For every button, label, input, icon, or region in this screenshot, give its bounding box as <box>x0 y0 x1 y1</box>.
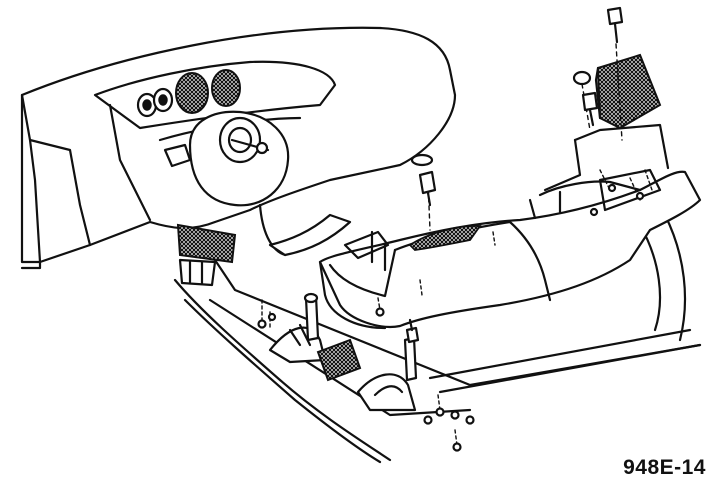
figure-caption: 948E-14 <box>623 456 706 479</box>
console-assembly <box>318 123 702 330</box>
instrument-cluster <box>136 69 241 118</box>
gear-shift-lever <box>268 292 362 382</box>
console-armrest-lid <box>594 53 662 130</box>
lower-bracket <box>176 223 237 287</box>
parking-brake-lever <box>356 318 420 412</box>
fastener-screws <box>410 6 653 231</box>
steering-column <box>163 110 352 257</box>
mounting-studs <box>257 231 496 452</box>
